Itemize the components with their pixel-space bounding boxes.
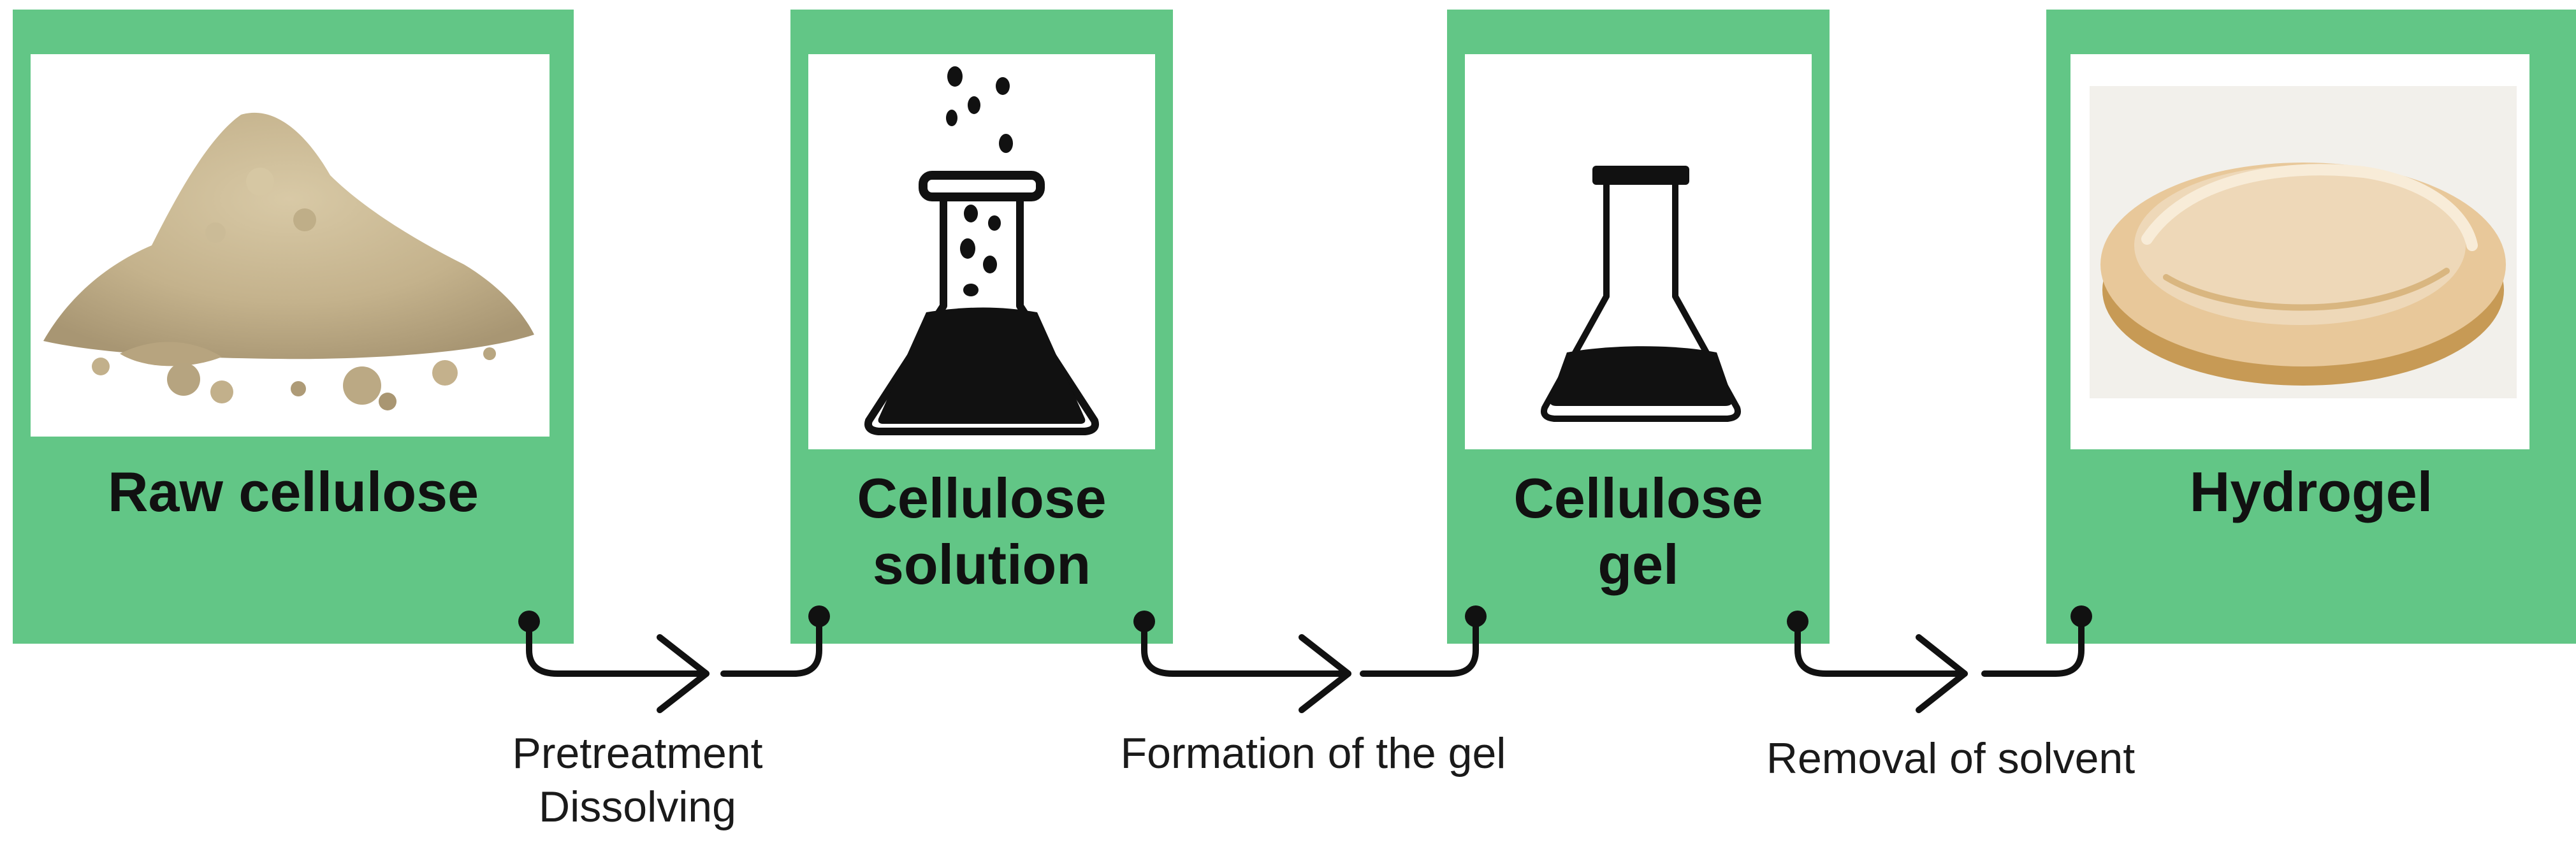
stage-card-raw-cellulose: Raw cellulose — [13, 10, 574, 644]
bubbling-flask-icon — [864, 66, 1099, 435]
connector-formation — [1133, 605, 1487, 713]
powder-pile-icon — [43, 112, 534, 410]
stage-title-line: solution — [872, 533, 1091, 596]
step-label-formation-of-gel: Formation of the gel — [1058, 727, 1568, 780]
stage-card-cellulose-gel: Cellulose gel — [1447, 10, 1830, 644]
step-label-line: Pretreatment — [512, 729, 763, 778]
cellulose-gel-image — [1465, 54, 1812, 449]
stage-title-cellulose-solution: Cellulose solution — [790, 465, 1173, 598]
stage-title-line: Raw cellulose — [107, 460, 479, 523]
step-label-pretreatment-dissolving: Pretreatment Dissolving — [446, 727, 829, 834]
stage-title-line: Cellulose — [1513, 467, 1763, 530]
stage-card-hydrogel: Hydrogel — [2046, 10, 2576, 644]
stage-title-line: Hydrogel — [2189, 460, 2433, 523]
stage-title-hydrogel: Hydrogel — [2046, 459, 2576, 525]
stage-card-cellulose-solution: Cellulose solution — [790, 10, 1173, 644]
step-label-line: Dissolving — [539, 783, 736, 831]
step-label-line: Removal of solvent — [1766, 734, 2136, 783]
hydrogel-image — [2070, 54, 2529, 449]
step-label-removal-of-solvent: Removal of solvent — [1721, 732, 2180, 785]
stage-title-cellulose-gel: Cellulose gel — [1447, 465, 1830, 598]
raw-cellulose-image — [31, 54, 549, 437]
step-label-line: Formation of the gel — [1120, 729, 1506, 778]
stoppered-flask-icon — [1541, 166, 1741, 422]
hydrogel-disc-icon — [2090, 86, 2517, 398]
cellulose-solution-image — [808, 54, 1155, 449]
stage-title-raw-cellulose: Raw cellulose — [13, 459, 574, 525]
stage-title-line: gel — [1597, 533, 1679, 596]
stage-title-line: Cellulose — [857, 467, 1107, 530]
